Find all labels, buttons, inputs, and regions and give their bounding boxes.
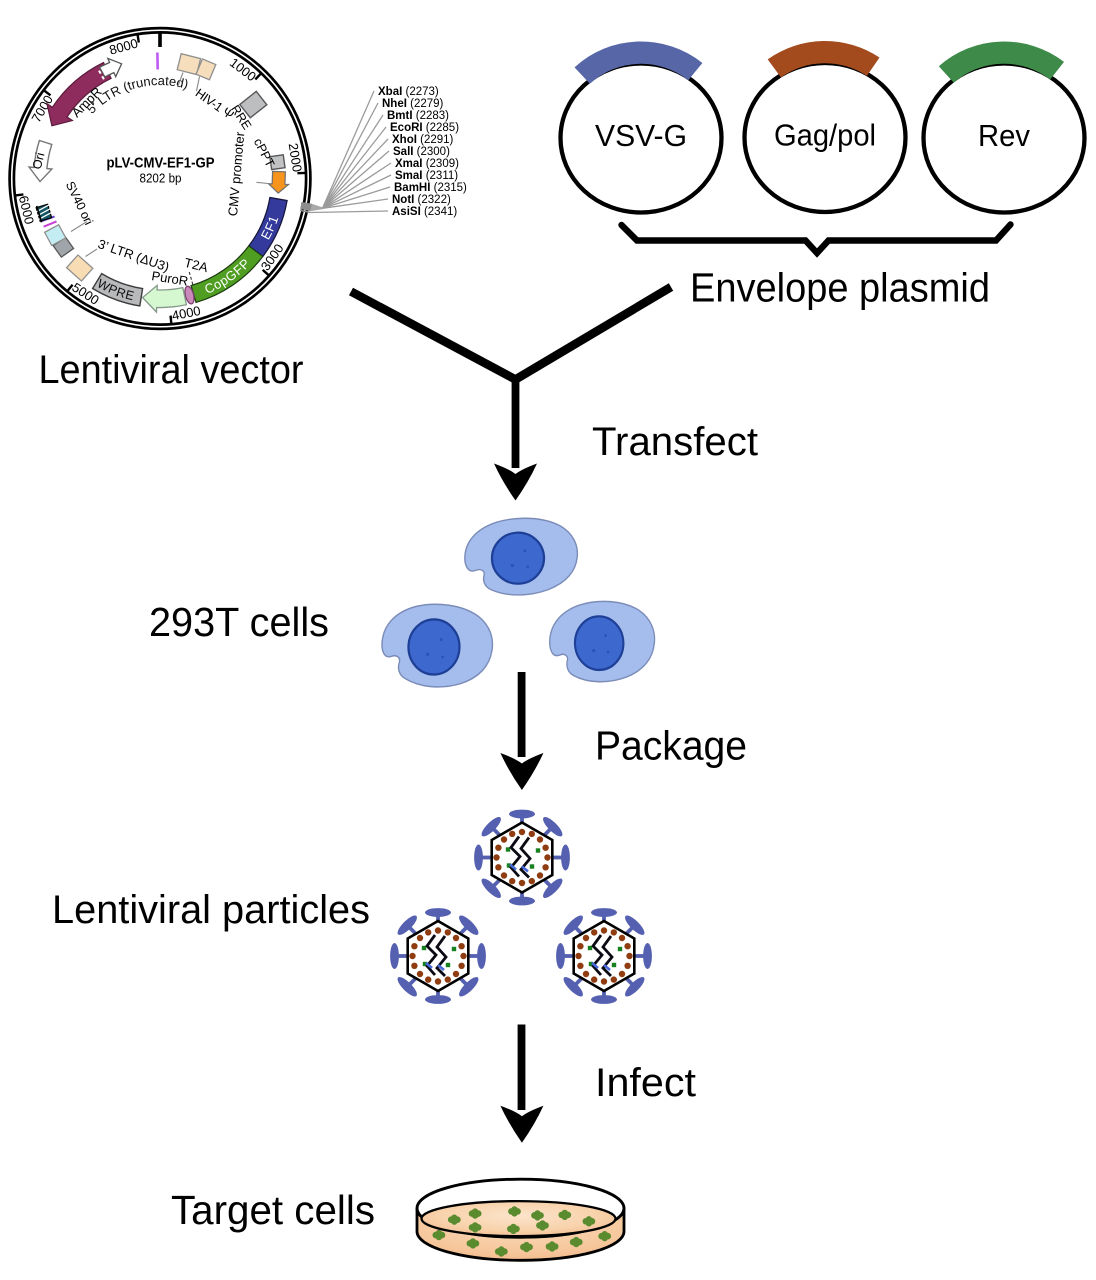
svg-text:Envelope plasmid: Envelope plasmid [690, 265, 990, 311]
svg-text:VSV-G: VSV-G [595, 118, 687, 153]
svg-text:SmaI (2311): SmaI (2311) [395, 170, 458, 182]
svg-text:HIV-1 Ψ: HIV-1 Ψ [193, 86, 236, 122]
svg-text:Package: Package [595, 723, 747, 769]
svg-text:T2A: T2A [183, 255, 210, 275]
svg-text:cPPT: cPPT [251, 136, 278, 170]
svg-text:CMV promoter: CMV promoter [225, 131, 247, 217]
svg-text:8000: 8000 [108, 36, 140, 58]
svg-text:293T cells: 293T cells [149, 599, 329, 645]
svg-text:EcoRI (2285): EcoRI (2285) [390, 122, 459, 134]
svg-text:XhoI (2291): XhoI (2291) [392, 134, 454, 146]
svg-text:Target cells: Target cells [171, 1187, 375, 1233]
svg-text:SV40 ori: SV40 ori [63, 179, 96, 227]
svg-text:Gag/pol: Gag/pol [774, 118, 876, 153]
svg-text:8202 bp: 8202 bp [140, 172, 182, 186]
svg-text:BamHI (2315): BamHI (2315) [394, 182, 467, 194]
svg-text:Transfect: Transfect [592, 420, 758, 464]
svg-text:Lentiviral vector: Lentiviral vector [39, 348, 304, 392]
svg-text:XbaI (2273): XbaI (2273) [378, 86, 439, 98]
svg-text:Rev: Rev [978, 118, 1030, 153]
svg-text:BmtI (2283): BmtI (2283) [387, 110, 449, 122]
svg-text:Infect: Infect [595, 1061, 696, 1105]
svg-text:CopGFP: CopGFP [202, 255, 253, 296]
svg-text:AsiSI (2341): AsiSI (2341) [392, 206, 457, 218]
svg-text:pLV-CMV-EF1-GP: pLV-CMV-EF1-GP [107, 155, 215, 172]
svg-text:Lentiviral particles: Lentiviral particles [52, 888, 370, 932]
svg-text:1000: 1000 [227, 55, 259, 84]
svg-text:SalI (2300): SalI (2300) [393, 146, 450, 158]
svg-text:NotI (2322): NotI (2322) [392, 194, 451, 206]
svg-text:2000: 2000 [286, 142, 305, 173]
svg-text:NheI (2279): NheI (2279) [382, 98, 444, 110]
svg-text:XmaI (2309): XmaI (2309) [395, 158, 459, 170]
